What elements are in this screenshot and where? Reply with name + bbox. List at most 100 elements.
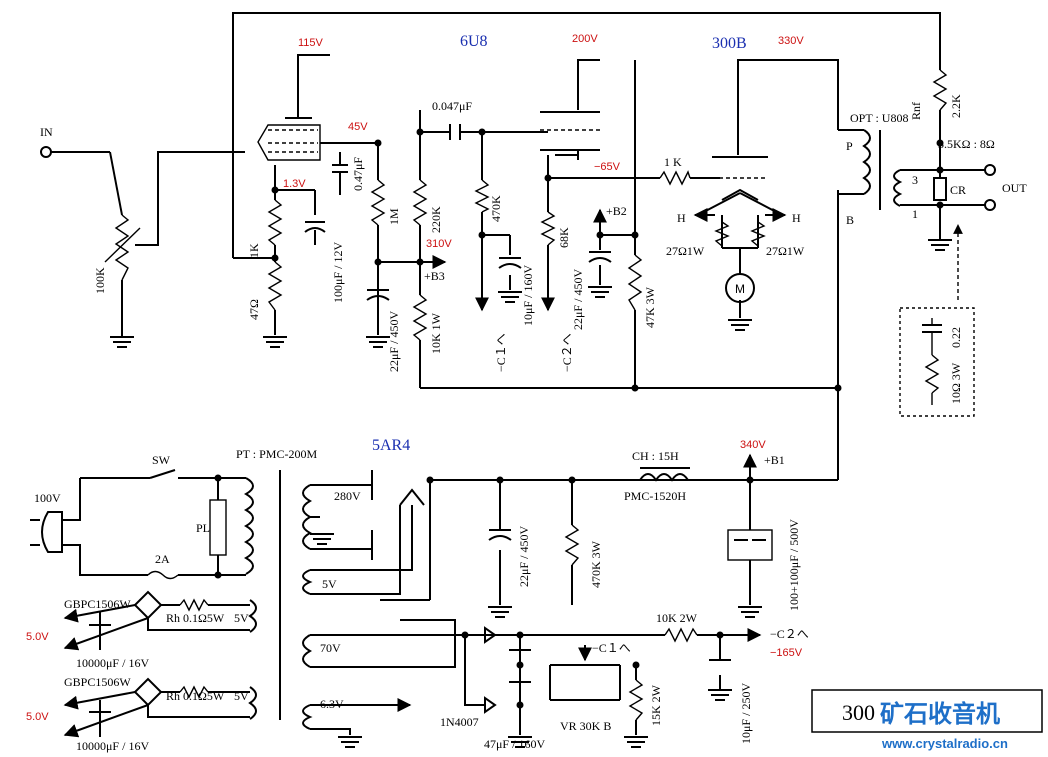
label-c2-in: −C２へ — [770, 627, 809, 641]
label-c-100u12: 100μF / 12V — [331, 242, 345, 303]
tube-5ar4-label: 5AR4 — [372, 437, 410, 454]
motor-symbol — [725, 273, 755, 303]
label-c-22u450b: 22μF / 450V — [571, 269, 585, 330]
label-r-15k2w: 15K 2W — [649, 684, 663, 726]
label-out: OUT — [1002, 181, 1027, 195]
label-c-10u160: 10μF / 160V — [521, 265, 535, 326]
resistor-15k2w — [628, 679, 644, 721]
ps-grounds — [310, 533, 762, 748]
tube-6u8 — [257, 111, 600, 161]
voltage-1.3: 1.3V — [283, 178, 306, 190]
junctions — [271, 128, 944, 392]
resistors — [104, 69, 948, 721]
ground-symbols — [110, 239, 952, 348]
label-h1: H — [677, 211, 686, 225]
label-pt-63: 6.3V — [320, 697, 344, 711]
resistor-100k — [114, 214, 130, 281]
resistor-10k2w — [664, 627, 698, 643]
label-r-rnf: Rnf — [909, 102, 923, 120]
label-motor: M — [735, 282, 745, 296]
label-sw: SW — [152, 453, 171, 467]
resistor-2.2k — [932, 69, 948, 111]
amplifier-wiring — [50, 12, 990, 480]
label-mains: 100V — [34, 491, 61, 505]
label-b2: +B2 — [606, 204, 627, 218]
label-c-100-100: 100+100μF / 500V — [787, 519, 801, 611]
voltage-m65: −65V — [594, 161, 621, 173]
label-c-047u: 0.47μF — [351, 157, 365, 191]
label-c1-in: −C１へ — [592, 641, 631, 655]
label-c-22u450a: 22μF / 450V — [387, 311, 401, 372]
ps-capacitors — [89, 529, 773, 713]
resistor-1k-grid — [659, 170, 691, 186]
label-r-1m: 1M — [387, 208, 401, 225]
watermark: 矿石收音机 www.crystalradio.cn — [880, 700, 1008, 751]
voltage-310: 310V — [426, 238, 452, 250]
voltage-340: 340V — [740, 439, 766, 451]
label-r-in: 100K — [93, 267, 107, 294]
label-h2: H — [792, 211, 801, 225]
label-c-10u250: 10μF / 250V — [739, 683, 753, 744]
label-ch-part: PMC-1520H — [624, 489, 686, 503]
label-r-220k: 220K — [429, 206, 443, 233]
label-c2-out: −C２へ — [560, 333, 574, 372]
label-r-68k: 68K — [557, 227, 571, 248]
label-r-470k: 470K — [489, 195, 503, 222]
label-ch: CH : 15H — [632, 449, 679, 463]
cr-detail-box — [899, 307, 975, 417]
label-c-22u450c: 22μF / 450V — [517, 526, 531, 587]
label-b3: +B3 — [424, 269, 445, 283]
voltage-45: 45V — [348, 121, 368, 133]
label-tap3: 3 — [912, 173, 918, 187]
resistor-47k3w — [627, 254, 643, 311]
resistor-1k — [267, 199, 283, 246]
voltage-115: 115V — [298, 37, 324, 49]
diode-top — [484, 626, 497, 644]
tube-6u8-label: 6U8 — [460, 33, 488, 50]
label-c-10000b: 10000μF / 16V — [76, 739, 149, 753]
resistor-470k — [474, 179, 490, 213]
voltage-5.0b: 5.0V — [26, 711, 49, 723]
resistor-10k1w — [412, 294, 428, 341]
label-c1-out: −C１へ — [494, 333, 508, 372]
label-r-10k1w: 10K 1W — [429, 312, 443, 354]
label-r-10-3w: 10Ω 3W — [949, 362, 963, 404]
voltage-200: 200V — [572, 33, 598, 45]
label-fil1: 5V — [234, 611, 249, 625]
component-labels: 100K 1K 47Ω 100μF / 12V 0.47μF 1M 22μF /… — [76, 94, 963, 753]
label-c-0047: 0.047μF — [432, 99, 472, 113]
tube-300b-label: 300B — [712, 35, 747, 52]
label-fil2: 5V — [234, 689, 249, 703]
voltage-labels: 115V 45V 1.3V 200V −65V 330V 310V 340V −… — [26, 33, 804, 723]
label-pl: PL — [196, 521, 210, 535]
label-rh1: Rh 0.1Ω5W — [166, 611, 225, 625]
voltage-330: 330V — [778, 35, 804, 47]
label-rh2: Rh 0.1Ω5W — [166, 689, 225, 703]
output-transformer — [838, 129, 947, 210]
label-c-10000a: 10000μF / 16V — [76, 656, 149, 670]
label-pt-280: 280V — [334, 489, 361, 503]
resistor-68k — [540, 211, 556, 246]
resistor-27a — [714, 221, 730, 247]
label-bridge1: GBPC1506W — [64, 597, 131, 611]
label-imp: 3.5KΩ : 8Ω — [938, 137, 995, 151]
label-cr: CR — [950, 183, 966, 197]
label-opt-b: B — [846, 213, 854, 227]
out-terminal-gnd — [984, 199, 996, 211]
title-box — [811, 689, 1043, 733]
resistor-220k — [412, 179, 428, 226]
label-r-1k-grid: 1 K — [664, 155, 682, 169]
label-opt: OPT : U808 — [850, 111, 908, 125]
watermark-cn: 矿石收音机 — [880, 700, 1000, 728]
resistor-27b — [750, 221, 766, 247]
watermark-url: www.crystalradio.cn — [881, 736, 1008, 751]
tube-300b — [712, 156, 768, 201]
capacitors — [304, 124, 942, 333]
label-pt: PT : PMC-200M — [236, 447, 317, 461]
resistor-10-3w — [924, 354, 940, 394]
label-c-022: 0.22 — [949, 327, 963, 348]
labels: IN OUT 6U8 300B 5AR4 OPT : U808 P B PT :… — [34, 33, 1027, 729]
label-r-27a: 27Ω1W — [666, 244, 705, 258]
resistor-1m — [370, 179, 386, 226]
